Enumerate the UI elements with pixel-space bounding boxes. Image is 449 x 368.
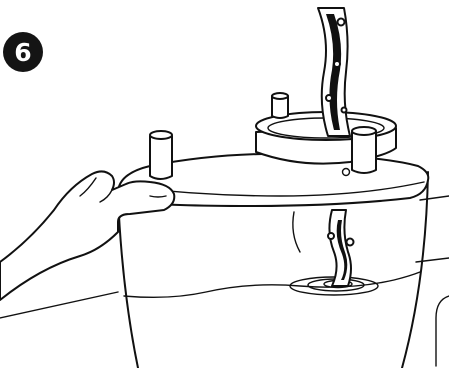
hand-icon [0, 171, 174, 300]
liquid-stream-lower [328, 210, 354, 286]
liquid-stream-icon [318, 8, 350, 136]
step-number-label: 6 [14, 40, 31, 65]
step-number-badge: 6 [3, 32, 43, 72]
